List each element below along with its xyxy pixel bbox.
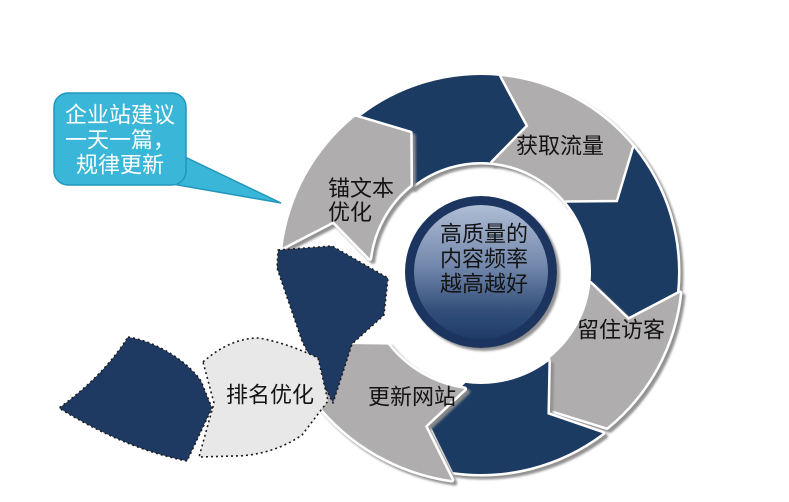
center-sphere xyxy=(405,196,557,348)
segment-ranking-optimization xyxy=(198,337,329,458)
arrow-segment-spiral-dotted xyxy=(276,245,389,404)
segment-label-anchor-text: 锚文本 优化 xyxy=(328,176,395,226)
arrow-tail-exit xyxy=(58,336,213,462)
callout-bubble xyxy=(53,92,282,204)
arrow-segment-right xyxy=(564,145,681,322)
arrow-segment-top xyxy=(354,72,531,189)
segment-label-retain-visitors: 留住访客 xyxy=(576,317,666,343)
center-circle-text: 高质量的 内容频率 越高越好 xyxy=(439,221,529,297)
segment-label-ranking-optimization: 排名优化 xyxy=(225,382,315,408)
segment-retain-visitors xyxy=(547,281,683,430)
callout-text: 企业站建议 一天一篇， 规律更新 xyxy=(64,102,176,178)
sphere-inner-gradient xyxy=(414,205,548,339)
arrow-segment-bottom xyxy=(424,358,606,477)
segment-label-get-traffic: 获取流量 xyxy=(515,133,605,159)
ring-segments xyxy=(58,72,683,483)
segment-anchor-text xyxy=(280,114,413,261)
segment-get-traffic xyxy=(490,73,637,206)
callout-rect xyxy=(53,92,187,186)
segment-label-update-website: 更新网站 xyxy=(367,384,457,410)
